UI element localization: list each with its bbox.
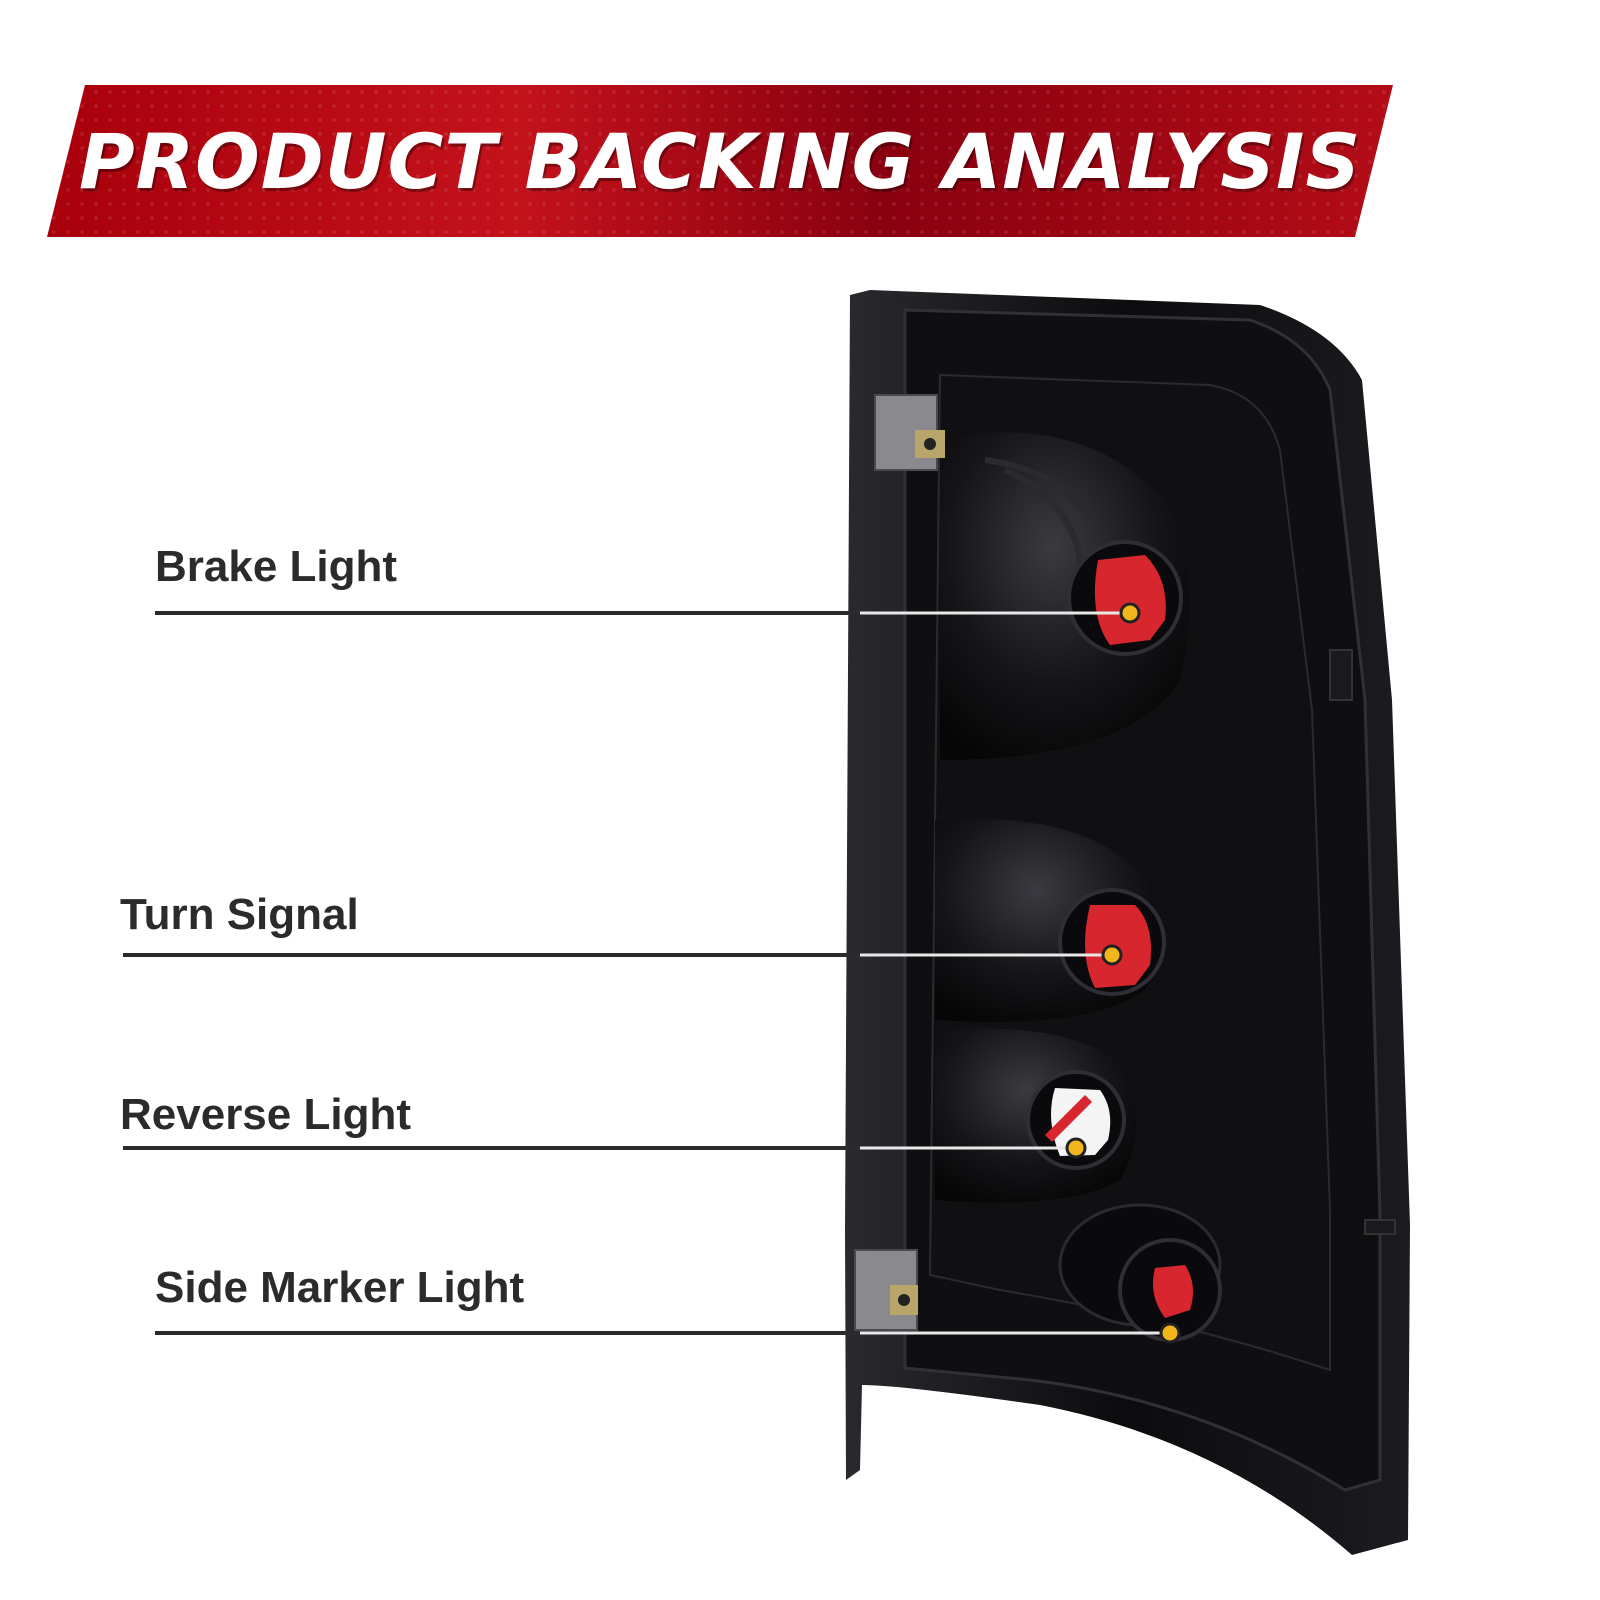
title-banner: PRODUCT BACKING ANALYSIS xyxy=(47,85,1393,237)
reverse-light-leader-line xyxy=(123,1146,860,1150)
brake-light-socket xyxy=(1067,540,1183,656)
side-clip-lower xyxy=(1364,1219,1396,1235)
callout-lines-on-product xyxy=(860,611,1170,1335)
brake-light-marker-dot xyxy=(1119,602,1141,624)
reverse-light-socket xyxy=(1026,1070,1126,1170)
banner-title: PRODUCT BACKING ANALYSIS xyxy=(78,116,1362,206)
side-marker-socket xyxy=(1118,1238,1222,1342)
mounting-bracket-top xyxy=(874,394,945,471)
mounting-bracket-bottom xyxy=(854,1249,918,1331)
reverse-light-label: Reverse Light xyxy=(120,1090,411,1139)
reverse-light-marker-dot xyxy=(1065,1137,1087,1159)
turn-signal-marker-dot xyxy=(1101,944,1123,966)
side-marker-light-marker-dot xyxy=(1159,1322,1181,1344)
turn-signal-leader-line xyxy=(123,953,860,957)
side-marker-light-label: Side Marker Light xyxy=(155,1263,525,1312)
side-clip-upper xyxy=(1329,649,1353,701)
side-marker-light-leader-line xyxy=(155,1331,860,1335)
brake-light-label: Brake Light xyxy=(155,542,398,591)
brake-light-leader-line xyxy=(155,611,860,615)
turn-signal-socket xyxy=(1058,888,1166,996)
turn-signal-label: Turn Signal xyxy=(120,890,359,939)
